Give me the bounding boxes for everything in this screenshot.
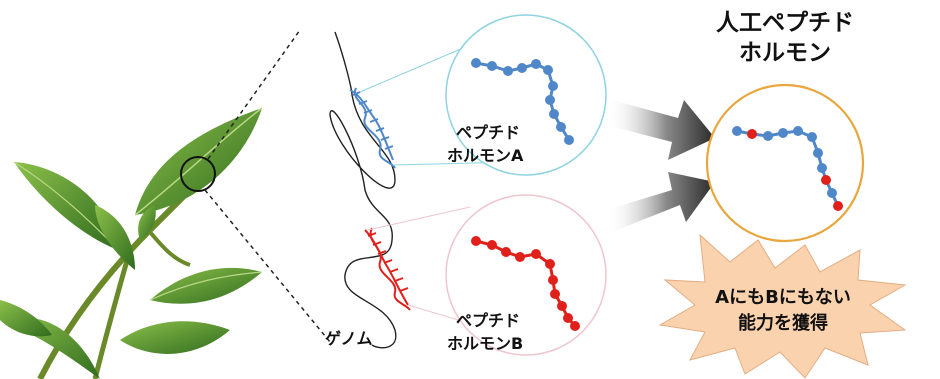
zoom-line-bottom <box>204 189 331 343</box>
peptide-chain-b <box>471 236 580 331</box>
leaf-zoom-circle <box>180 156 216 192</box>
dna-helix-a-icon <box>349 87 396 169</box>
peptide-chain-a <box>471 58 574 145</box>
hormone-a-label-line1: ペプチド <box>456 123 521 142</box>
genome-strand <box>329 31 397 349</box>
hormone-b-label-line1: ペプチド <box>456 311 521 330</box>
hormone-b-label-line2: ホルモンB <box>447 334 524 353</box>
hormone-a-label-line2: ホルモンA <box>447 146 524 165</box>
artificial-hormone-title-line2: ホルモン <box>739 40 831 66</box>
connector-b-top <box>367 206 471 231</box>
new-ability-line1: AにもBにもない <box>715 287 851 308</box>
zoom-line-top <box>207 29 301 160</box>
genome-label: ゲノム <box>325 329 373 348</box>
artificial-hormone-circle <box>705 83 865 243</box>
peptide-chain-artificial <box>732 126 843 211</box>
new-ability-line2: 能力を獲得 <box>738 313 828 334</box>
arrow-a-icon <box>606 100 715 160</box>
ability-burst <box>658 233 907 379</box>
plant-illustration <box>0 107 263 379</box>
arrow-b-icon <box>606 172 715 232</box>
artificial-hormone-title-line1: 人工ペプチド <box>716 10 854 36</box>
connector-a-top <box>359 44 471 93</box>
dna-helix-b-icon <box>364 227 411 311</box>
